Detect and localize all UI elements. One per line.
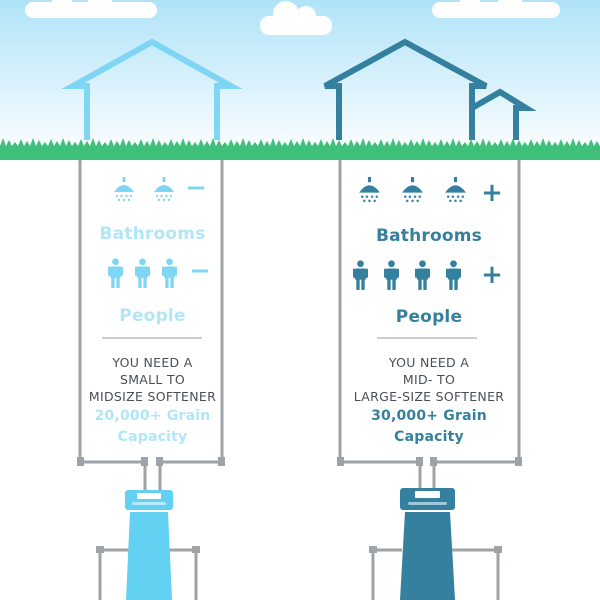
small-need-line: SMALL TO (119, 372, 186, 387)
large-people-plus-icon: + (481, 260, 503, 290)
shower-icon (359, 177, 380, 203)
person-icon (108, 258, 123, 288)
small-need-line: MIDSIZE SOFTENER (88, 389, 217, 404)
small-softener-icon (125, 490, 173, 600)
large-need-text: YOU NEED A MID- TO LARGE-SIZE SOFTENER (340, 354, 518, 405)
large-softener-icon (400, 488, 455, 600)
person-icon (162, 258, 177, 288)
small-capacity: 20,000+ Grain Capacity (80, 406, 225, 448)
shower-icon (114, 177, 134, 202)
large-capacity-line: 30,000+ Grain (371, 408, 487, 424)
person-icon (415, 260, 430, 290)
cloud-icon (260, 1, 332, 35)
large-house-icon (323, 38, 537, 140)
cloud-icon (432, 0, 560, 18)
large-bathrooms-label: Bathrooms (375, 226, 483, 246)
person-icon (353, 260, 368, 290)
shower-icon (402, 177, 423, 203)
small-people-minus-icon: − (189, 256, 211, 286)
large-capacity: 30,000+ Grain Capacity (340, 406, 518, 448)
large-need-line: MID- TO (402, 372, 456, 387)
small-need-text: YOU NEED A SMALL TO MIDSIZE SOFTENER (80, 354, 225, 405)
large-people-label: People (395, 307, 463, 327)
cloud-icon (25, 0, 157, 18)
small-pipe-joints (77, 457, 225, 553)
large-need-line: LARGE-SIZE SOFTENER (353, 389, 505, 404)
small-bathrooms-minus-icon: − (185, 173, 207, 203)
large-bathrooms-icons (359, 177, 466, 203)
small-need-line: YOU NEED A (112, 355, 193, 370)
shower-icon (445, 177, 466, 203)
small-capacity-line: Capacity (117, 429, 188, 445)
large-pipe-joints (337, 457, 522, 553)
grass (0, 138, 600, 160)
small-bathrooms-icons (114, 177, 174, 202)
large-need-line: YOU NEED A (388, 355, 470, 370)
person-icon (384, 260, 399, 290)
person-icon (135, 258, 150, 288)
small-people-icons (108, 258, 177, 288)
shower-icon (154, 177, 174, 202)
large-capacity-line: Capacity (394, 429, 464, 445)
small-house-icon (61, 38, 243, 140)
large-bathrooms-plus-icon: + (481, 178, 503, 208)
small-bathrooms-label: Bathrooms (99, 224, 206, 244)
clouds (25, 0, 560, 35)
small-capacity-line: 20,000+ Grain (94, 408, 211, 424)
large-people-icons (353, 260, 461, 290)
person-icon (446, 260, 461, 290)
small-people-label: People (119, 306, 186, 326)
